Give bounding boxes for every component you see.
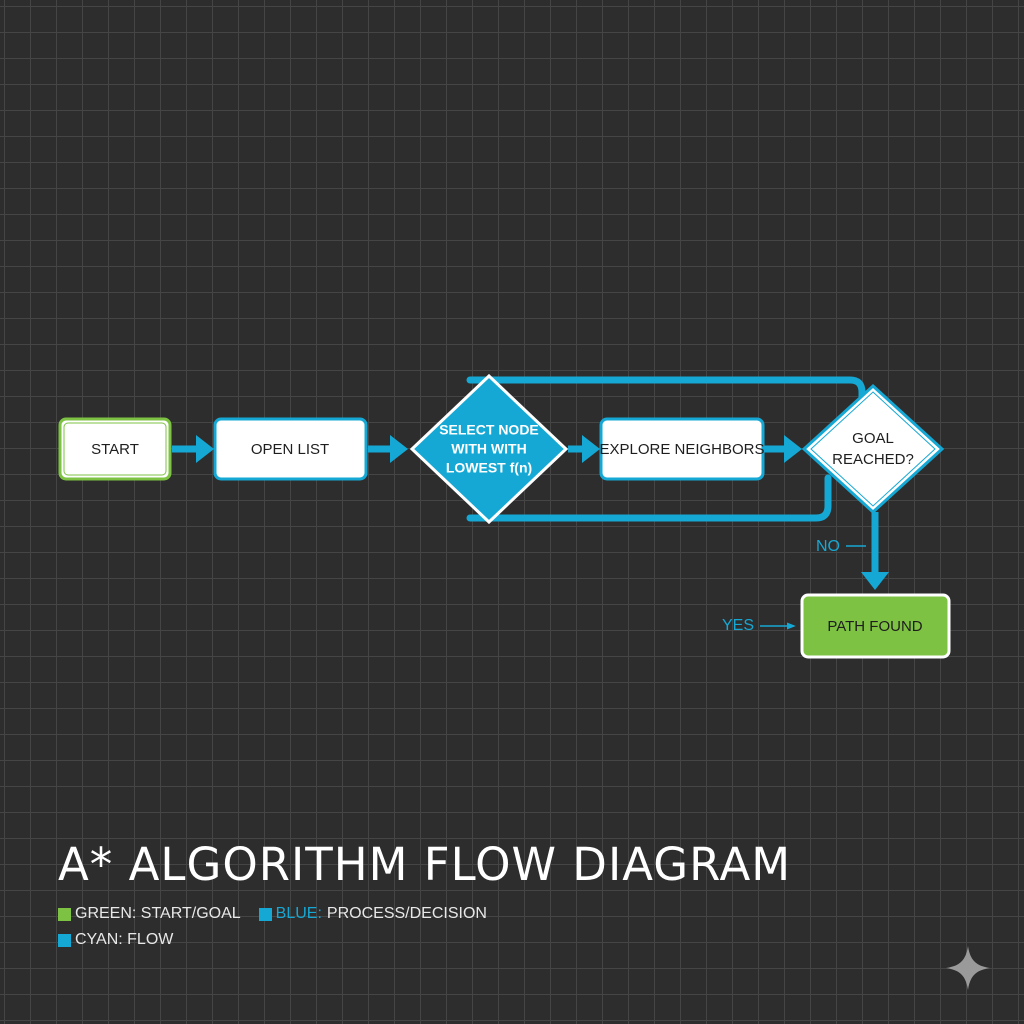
legend-row-2: CYAN: FLOW <box>58 931 191 949</box>
legend-item-blue: BLUE: PROCESS/DECISION <box>258 905 487 923</box>
legend-cyan-label: CYAN: FLOW <box>75 931 174 948</box>
start-label: START <box>91 441 139 458</box>
legend-item-green: GREEN: START/GOAL <box>58 905 241 923</box>
legend-green-label: GREEN: START/GOAL <box>75 905 241 922</box>
flow-arrow-select-to-explore <box>568 435 600 463</box>
select-node-label-line-3: LOWEST f(n) <box>446 460 532 476</box>
start-node[interactable]: START <box>58 417 172 481</box>
green-swatch <box>58 907 71 921</box>
goal-reached-label-line-2: REACHED? <box>832 451 914 468</box>
flow-loop-top <box>466 376 866 402</box>
flow-loop-bottom <box>466 474 832 522</box>
flow-arrow-explore-to-goal <box>764 435 802 463</box>
select-node-decision[interactable]: SELECT NODE WITH WITH LOWEST f(n) <box>409 373 569 525</box>
yes-label: YES <box>722 617 754 634</box>
flow-arrow-open-to-select <box>368 435 408 463</box>
legend-item-cyan: CYAN: FLOW <box>58 931 173 949</box>
no-label: NO <box>816 538 840 555</box>
yes-edge-label: YES <box>722 617 796 634</box>
flow-diagram: START OPEN LIST SELECT NODE WITH WITH LO… <box>58 373 951 659</box>
explore-neighbors-label: EXPLORE NEIGHBORS <box>599 441 764 458</box>
flow-arrow-goal-to-path <box>861 512 889 590</box>
legend-row-1: GREEN: START/GOAL BLUE: PROCESS/DECISION <box>58 905 505 923</box>
select-node-label-line-2: WITH WITH <box>451 441 526 457</box>
blue-swatch <box>258 907 272 921</box>
legend-blue-label: PROCESS/DECISION <box>326 905 487 922</box>
path-found-node[interactable]: PATH FOUND <box>800 593 951 659</box>
sparkle-icon <box>946 946 990 990</box>
open-list-label: OPEN LIST <box>251 441 329 458</box>
open-list-node[interactable]: OPEN LIST <box>213 417 368 481</box>
cyan-swatch <box>58 933 71 947</box>
select-node-label-line-1: SELECT NODE <box>439 422 539 438</box>
goal-reached-decision[interactable]: GOAL REACHED? <box>801 383 945 515</box>
path-found-label: PATH FOUND <box>827 618 922 635</box>
goal-reached-label-line-1: GOAL <box>852 430 894 447</box>
diagram-title: A* ALGORITHM FLOW DIAGRAM <box>58 838 792 891</box>
no-edge-label: NO <box>816 538 866 555</box>
flow-arrow-start-to-open <box>172 435 214 463</box>
legend-blue-key: BLUE: <box>275 905 322 922</box>
explore-neighbors-node[interactable]: EXPLORE NEIGHBORS <box>599 417 765 481</box>
